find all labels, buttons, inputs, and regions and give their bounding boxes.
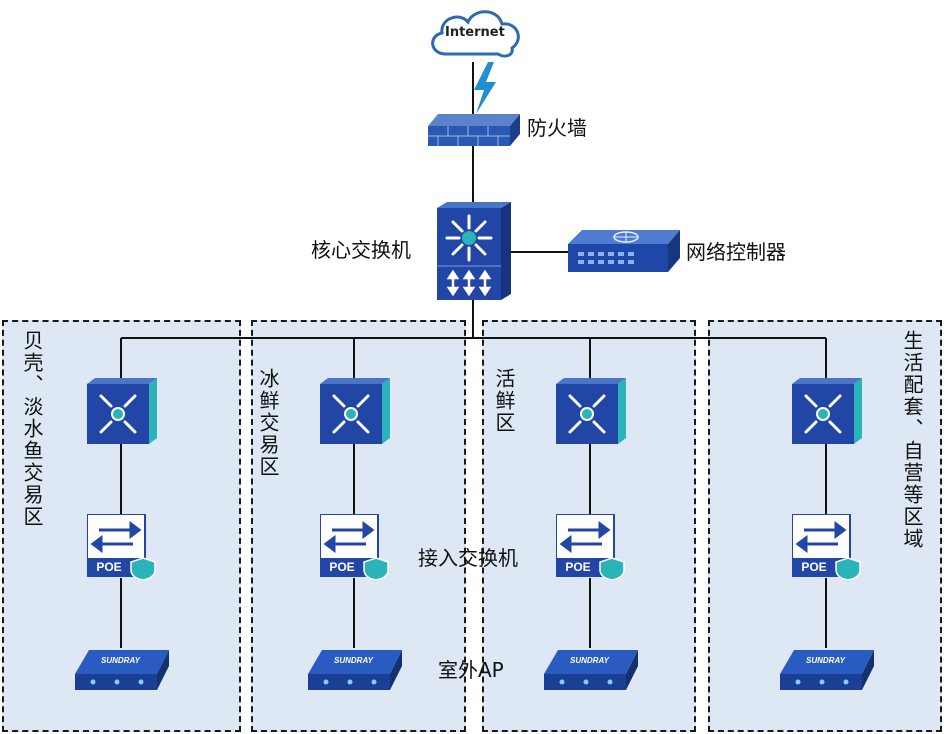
poe-label: POE — [801, 560, 827, 574]
firewall-label: 防火墙 — [527, 116, 587, 140]
controller-icon — [568, 230, 680, 272]
shield-icon — [363, 557, 389, 581]
core-switch-icon — [437, 202, 511, 300]
ap-brand-label: SUNDRAY — [101, 656, 140, 665]
shield-icon — [599, 557, 625, 581]
zone-label-2: 冰鲜交易区 — [256, 368, 280, 478]
outdoor-ap: SUNDRAY — [71, 646, 173, 694]
poe-switch: POE — [555, 513, 626, 581]
ap-brand-label: SUNDRAY — [334, 656, 373, 665]
internet-label: Internet — [445, 25, 505, 40]
zone-label-3: 活鲜区 — [492, 368, 516, 434]
poe-label: POE — [96, 560, 122, 574]
poe-switch: POE — [791, 513, 862, 581]
access-point-icon — [780, 650, 874, 690]
outdoor-ap-label: 室外AP — [438, 658, 504, 682]
poe-label: POE — [565, 560, 591, 574]
poe-switch-icon — [555, 513, 625, 581]
ap-brand-label: SUNDRAY — [806, 656, 845, 665]
firewall-icon — [428, 114, 520, 146]
outdoor-ap: SUNDRAY — [776, 646, 878, 694]
cloud-icon — [431, 10, 520, 58]
poe-switch-icon — [791, 513, 861, 581]
shield-icon — [835, 557, 861, 581]
poe-switch: POE — [319, 513, 390, 581]
access-switch-label: 接入交换机 — [418, 546, 518, 570]
shield-icon — [130, 557, 156, 581]
zone-label-4: 生活配套、自营等区域 — [900, 330, 924, 550]
poe-switch: POE — [86, 513, 157, 581]
aggregation-switch-icon — [320, 378, 390, 444]
access-point-icon — [544, 650, 638, 690]
core-switch-label: 核心交换机 — [311, 238, 411, 262]
aggregation-switch-icon — [556, 378, 626, 444]
poe-switch-icon — [86, 513, 156, 581]
outdoor-ap: SUNDRAY — [304, 646, 406, 694]
controller-label: 网络控制器 — [686, 240, 786, 264]
aggregation-switch-icon — [87, 378, 157, 444]
access-point-icon — [75, 650, 169, 690]
ap-brand-label: SUNDRAY — [570, 656, 609, 665]
poe-switch-icon — [319, 513, 389, 581]
poe-label: POE — [329, 560, 355, 574]
zone-label-1: 贝壳、淡水鱼交易区 — [20, 330, 44, 528]
lightning-icon — [474, 62, 496, 114]
access-point-icon — [308, 650, 402, 690]
aggregation-switch-icon — [792, 378, 862, 444]
outdoor-ap: SUNDRAY — [540, 646, 642, 694]
